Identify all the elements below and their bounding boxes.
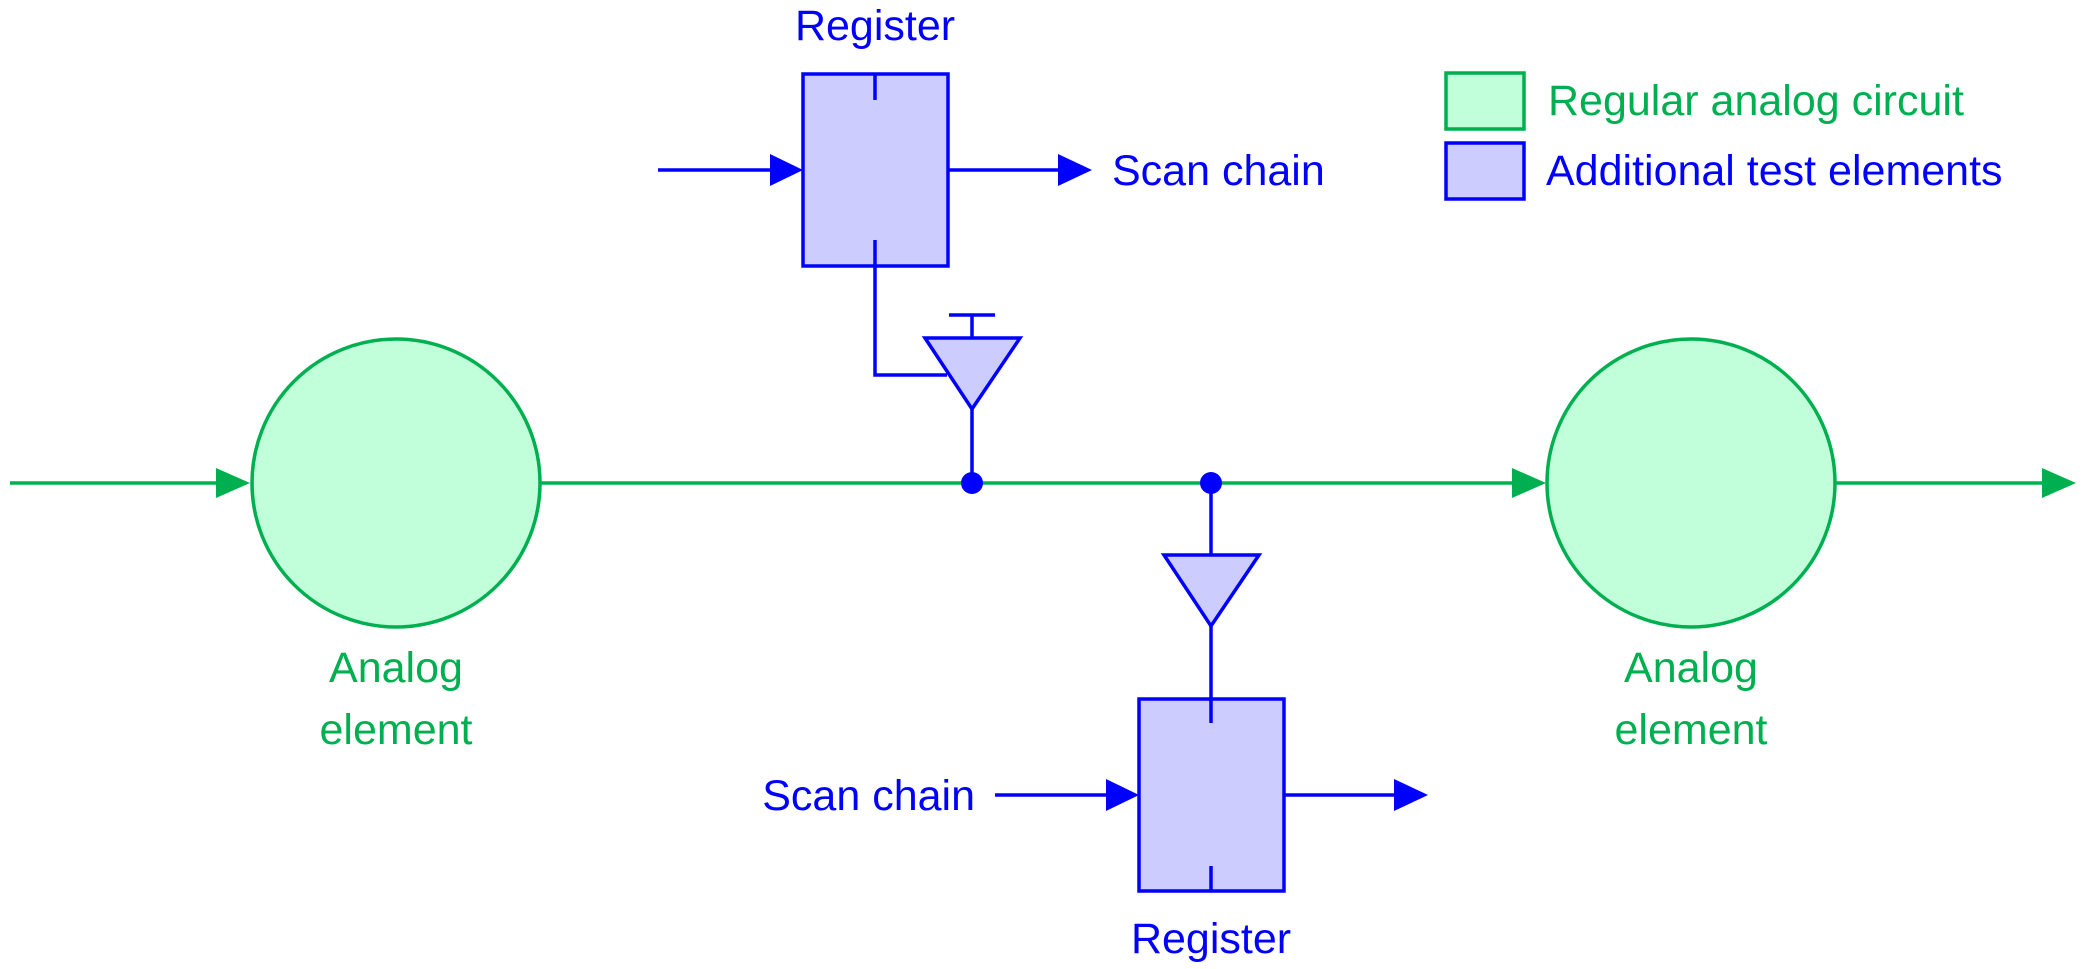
- register-top-box: [801, 72, 950, 268]
- legend: Regular analog circuit Additional test e…: [1444, 71, 2003, 201]
- top-scan-in-arrowhead: [770, 154, 803, 186]
- bottom-scan-in-arrowhead: [1106, 779, 1139, 811]
- analog-left-label-line1: Analog: [329, 644, 463, 692]
- register-top-to-buffer-wire: [873, 266, 947, 377]
- input-arrowhead: [216, 468, 250, 498]
- scan-chain-top-label: Scan chain: [1112, 147, 1325, 195]
- buffer-top-triangle: [921, 336, 1024, 413]
- mid-arrowhead: [1512, 468, 1546, 498]
- analog-right-label-line2: element: [1615, 706, 1768, 754]
- scan-chain-bottom-label: Scan chain: [762, 772, 975, 820]
- legend-swatch-regular: [1444, 71, 1526, 131]
- bottom-scan-out-arrowhead: [1394, 779, 1428, 811]
- register-top-label: Register: [795, 2, 955, 50]
- output-arrowhead: [2042, 468, 2076, 498]
- register-bottom-box: [1137, 697, 1286, 893]
- buffer-bottom-triangle: [1160, 553, 1263, 630]
- signal-path: [10, 468, 2076, 498]
- analog-element-left: [250, 337, 542, 629]
- bottom-register-group: [995, 472, 1428, 893]
- analog-left-label-line2: element: [320, 706, 473, 754]
- top-register-group: [658, 72, 1092, 494]
- top-scan-out-arrowhead: [1058, 154, 1092, 186]
- legend-label-regular: Regular analog circuit: [1548, 77, 1964, 125]
- analog-right-label-line1: Analog: [1624, 644, 1758, 692]
- legend-swatch-additional: [1444, 141, 1526, 201]
- junction-dot-top: [961, 472, 983, 494]
- legend-label-additional: Additional test elements: [1546, 147, 2003, 195]
- register-bottom-label: Register: [1131, 915, 1291, 963]
- analog-element-right: [1545, 337, 1837, 629]
